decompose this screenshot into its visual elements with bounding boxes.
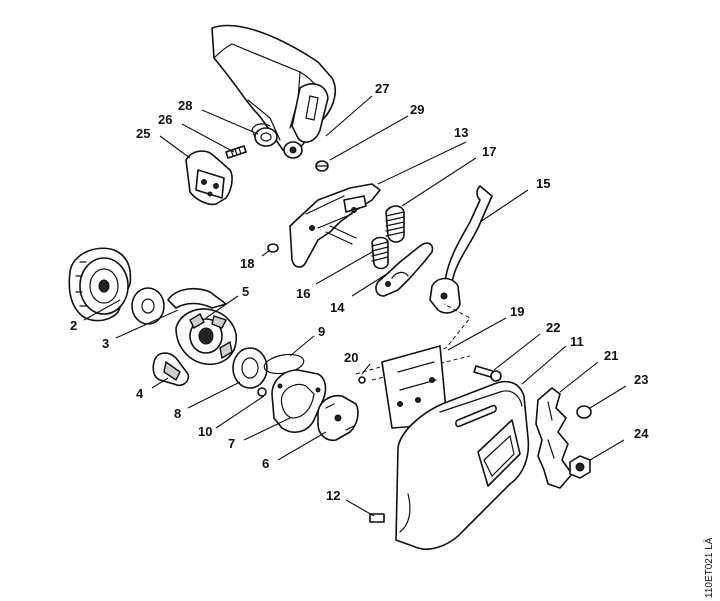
part-18-screw [267, 243, 279, 253]
callout-22: 22 [546, 320, 560, 335]
part-6-cam-plate [317, 394, 359, 442]
part-21-chain-catcher [535, 387, 573, 489]
callout-3: 3 [102, 336, 109, 351]
callout-6: 6 [262, 456, 269, 471]
callout-29: 29 [410, 102, 424, 117]
callout-24: 24 [634, 426, 649, 441]
part-24-nut [569, 455, 591, 479]
callout-19: 19 [510, 304, 524, 319]
callout-11: 11 [570, 334, 584, 349]
callout-21: 21 [604, 348, 618, 363]
reference-code-label: 110ET021 LÄ [703, 537, 715, 598]
part-17-spring-lower [371, 236, 389, 270]
callout-14: 14 [330, 300, 345, 315]
part-8-disc [232, 347, 268, 389]
callout-23: 23 [634, 372, 648, 387]
reference-code: 110ET021 LÄ [703, 537, 715, 598]
callout-25: 25 [136, 126, 150, 141]
callout-2: 2 [70, 318, 77, 333]
callout-18: 18 [240, 256, 254, 271]
part-11-sprocket-cover [395, 380, 530, 550]
part-27-hand-guard [211, 24, 336, 159]
part-7-cover-plate [271, 369, 327, 433]
callout-8: 8 [174, 406, 181, 421]
part-22-screw [473, 365, 502, 382]
part-5-clutch [167, 287, 237, 366]
callout-12: 12 [326, 488, 340, 503]
part-4-clutch-shoe [152, 352, 190, 387]
callout-15: 15 [536, 176, 550, 191]
part-10-spacer [257, 387, 267, 397]
part-20-pin [358, 376, 366, 384]
callout-13: 13 [454, 125, 468, 140]
callout-20: 20 [344, 350, 358, 365]
callout-10: 10 [198, 424, 212, 439]
callout-16: 16 [296, 286, 310, 301]
callout-9: 9 [318, 324, 325, 339]
callout-labels: 27 28 29 26 25 13 17 15 18 16 14 5 9 19 … [70, 81, 649, 503]
part-25-ratchet-block [185, 150, 233, 206]
callout-5: 5 [242, 284, 249, 299]
part-26-screw [225, 145, 247, 159]
callout-7: 7 [228, 436, 235, 451]
part-28-bushing [251, 123, 278, 147]
part-14-pawl [375, 242, 434, 297]
callout-4: 4 [136, 386, 144, 401]
callout-17: 17 [482, 144, 496, 159]
callout-26: 26 [158, 112, 172, 127]
part-13-brake-bracket [289, 183, 381, 268]
leader-lines [83, 95, 627, 517]
part-29-screw [315, 160, 329, 172]
callout-28: 28 [178, 98, 192, 113]
callout-27: 27 [375, 81, 389, 96]
part-2-clutch-drum [68, 247, 132, 322]
part-15-brake-lever [429, 185, 493, 314]
part-23-collar [576, 405, 592, 419]
part-17-spring [385, 205, 405, 243]
part-3-washer [131, 287, 165, 325]
